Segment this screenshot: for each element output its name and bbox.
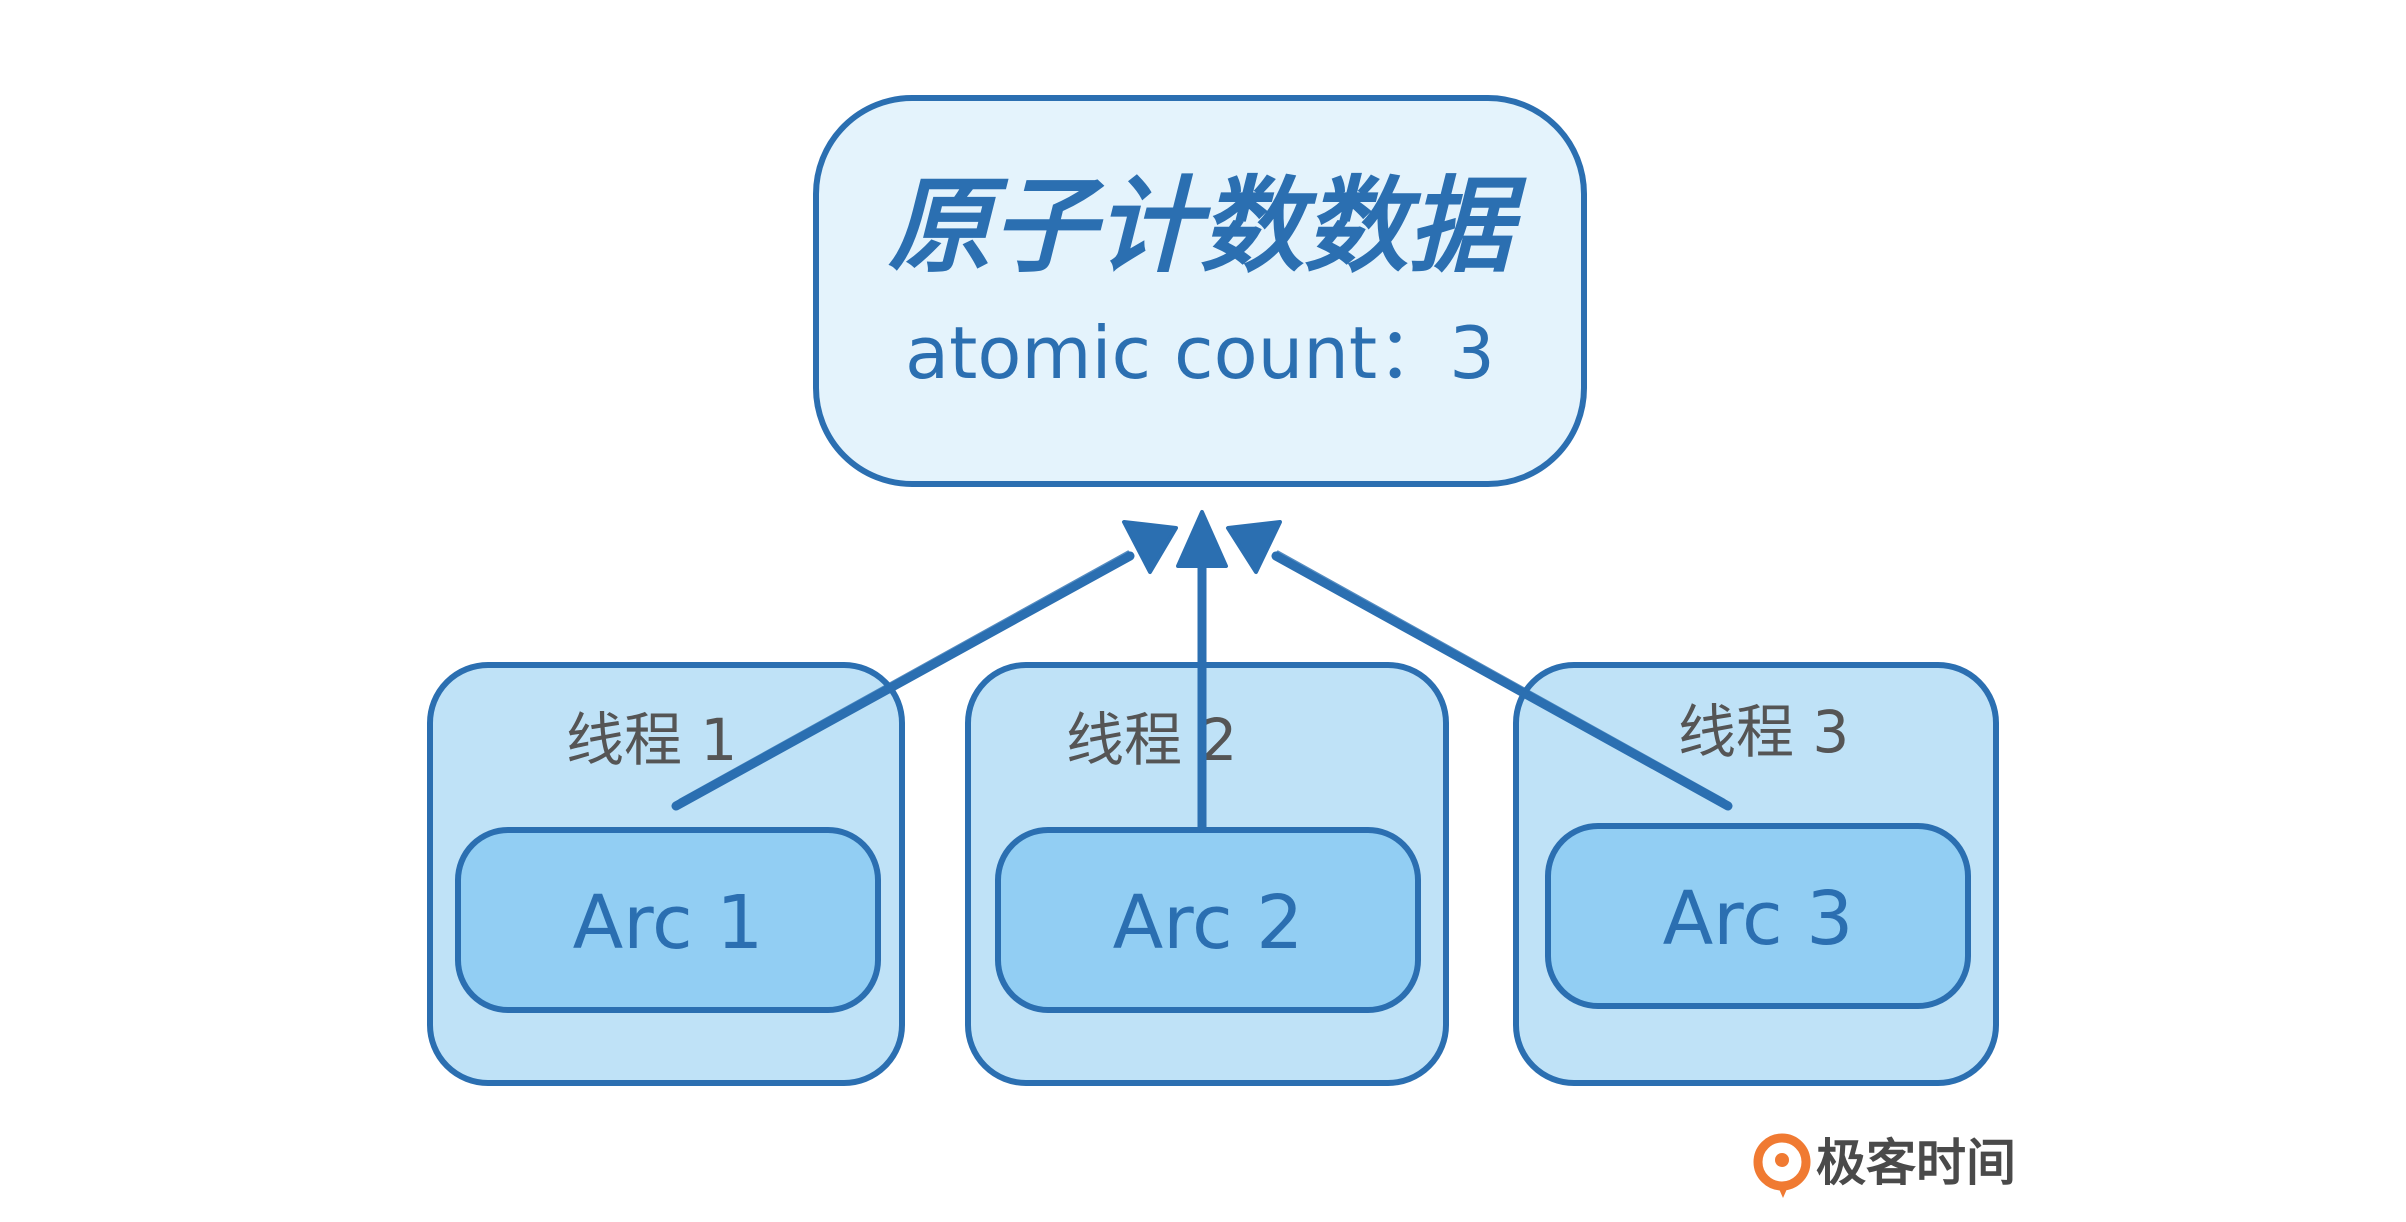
thread-box-3: 线程 3 Arc 3	[1513, 662, 1999, 1086]
arrowhead-3	[1226, 520, 1282, 574]
shared-data-title: 原子计数数据	[888, 165, 1527, 287]
arrow-line-3	[1271, 551, 1733, 811]
arc-label-1: Arc 1	[573, 880, 764, 966]
thread-label-3: 线程 3	[1678, 698, 1849, 766]
arc-label-3: Arc 3	[1663, 876, 1854, 962]
shared-data-box: 原子计数数据 atomic count：3	[813, 95, 1587, 487]
brand-logo: 极客时间	[1753, 1133, 2016, 1198]
arc-label-2: Arc 2	[1113, 880, 1304, 966]
arrow-line-3-sketch	[1276, 550, 1726, 802]
thread-box-2: 线程 2 Arc 2	[965, 662, 1449, 1086]
arrow-line-1-sketch	[678, 550, 1130, 802]
arc-box-1	[455, 827, 881, 1013]
shared-data-box-shape	[813, 95, 1587, 487]
arc-box-3	[1545, 823, 1971, 1009]
thread-label-2: 线程 2	[1066, 706, 1237, 774]
thread-label-1: 线程 1	[566, 706, 737, 774]
brand-name: 极客时间	[1816, 1134, 2016, 1192]
shared-data-count: atomic count：3	[905, 311, 1495, 395]
arrowhead-1	[1122, 520, 1178, 574]
thread-box-1: 线程 1 Arc 1	[427, 662, 905, 1086]
arc-box-2	[995, 827, 1421, 1013]
arrow-line-1	[671, 551, 1135, 811]
reference-arrows	[671, 510, 1733, 833]
geektime-logo-icon	[1753, 1133, 1811, 1198]
arrowhead-2	[1176, 510, 1228, 568]
